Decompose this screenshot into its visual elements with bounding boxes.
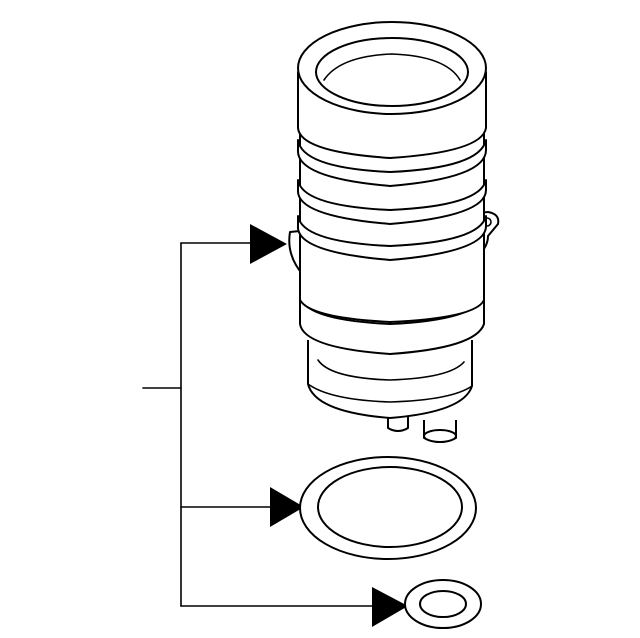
middle-collar: [299, 295, 485, 355]
top-rim-outer: [297, 21, 487, 115]
lower-housing-band: [317, 359, 465, 381]
lower-housing-rim: [307, 383, 473, 403]
small-seal-ring: [404, 579, 482, 629]
top-rim-lip: [323, 53, 461, 81]
large-seal-inner: [317, 466, 463, 548]
rib-2: [296, 179, 487, 225]
small-seal-inner: [419, 590, 467, 618]
callout-bracket: [142, 224, 408, 627]
large-seal-ring: [299, 456, 477, 560]
rib-3: [296, 215, 487, 261]
small-seal-outer: [404, 579, 482, 629]
arrow-to-large-seal: [270, 487, 304, 527]
outlet-nozzle-end: [423, 429, 457, 443]
large-seal-outer: [299, 456, 477, 560]
rib-1: [296, 139, 487, 187]
arrow-to-pump: [250, 224, 287, 264]
top-rim-inner: [315, 37, 469, 107]
arrow-to-small-seal: [372, 587, 408, 627]
pump-body: [288, 21, 500, 443]
